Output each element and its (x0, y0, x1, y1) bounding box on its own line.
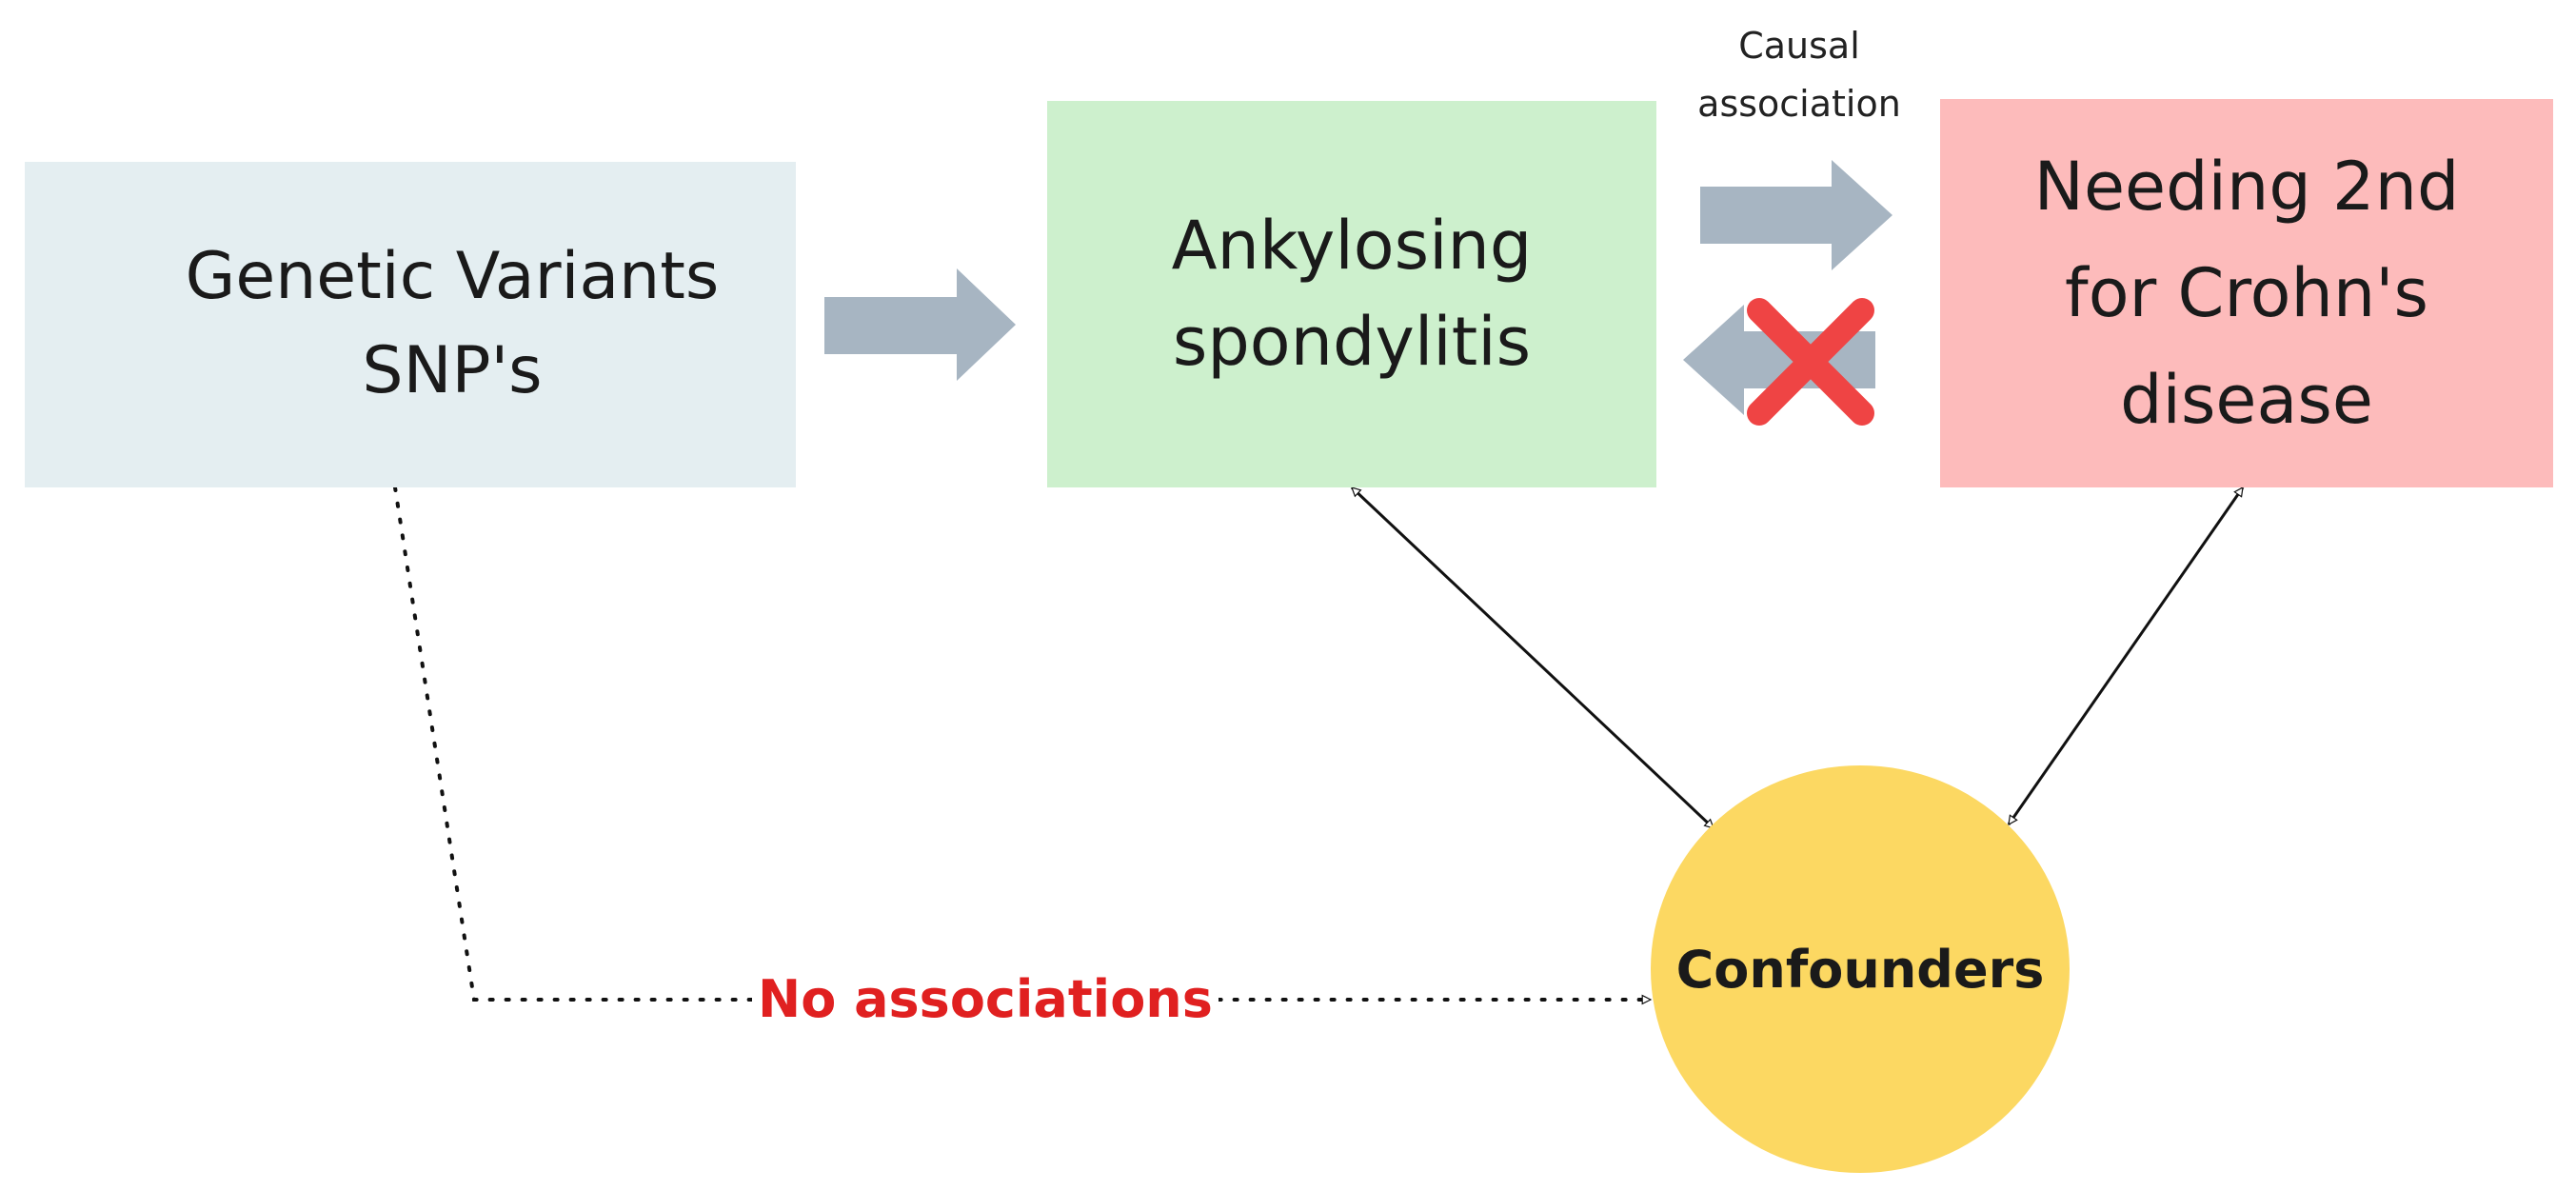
node-ankylosing-spondylitis-label: Ankylosing spondylitis (1171, 206, 1533, 382)
no-association-label: No associations (752, 969, 1219, 1029)
dotted-arrow-no-association (393, 486, 1653, 1000)
node-confounders: Confounders (1651, 765, 2070, 1173)
node-genetic-variants: Genetic Variants SNP's (25, 162, 796, 487)
block-arrow-genetic-to-as (824, 268, 1016, 381)
block-arrow-causal (1700, 160, 1892, 270)
causal-association-label: Causal association (1697, 25, 1901, 125)
node-ankylosing-spondylitis: Ankylosing spondylitis (1047, 101, 1656, 487)
node-crohns-surgery-label: Needing 2nd for Crohn's disease (2033, 148, 2460, 439)
x-mark-icon (1747, 298, 1874, 426)
node-crohns-surgery: Needing 2nd for Crohn's disease (1940, 99, 2553, 487)
arrow-as-confounders (1350, 486, 1715, 830)
arrow-crohn-confounders (2007, 487, 2245, 824)
node-confounders-label: Confounders (1675, 939, 2045, 1000)
node-genetic-variants-label: Genetic Variants SNP's (185, 239, 720, 408)
